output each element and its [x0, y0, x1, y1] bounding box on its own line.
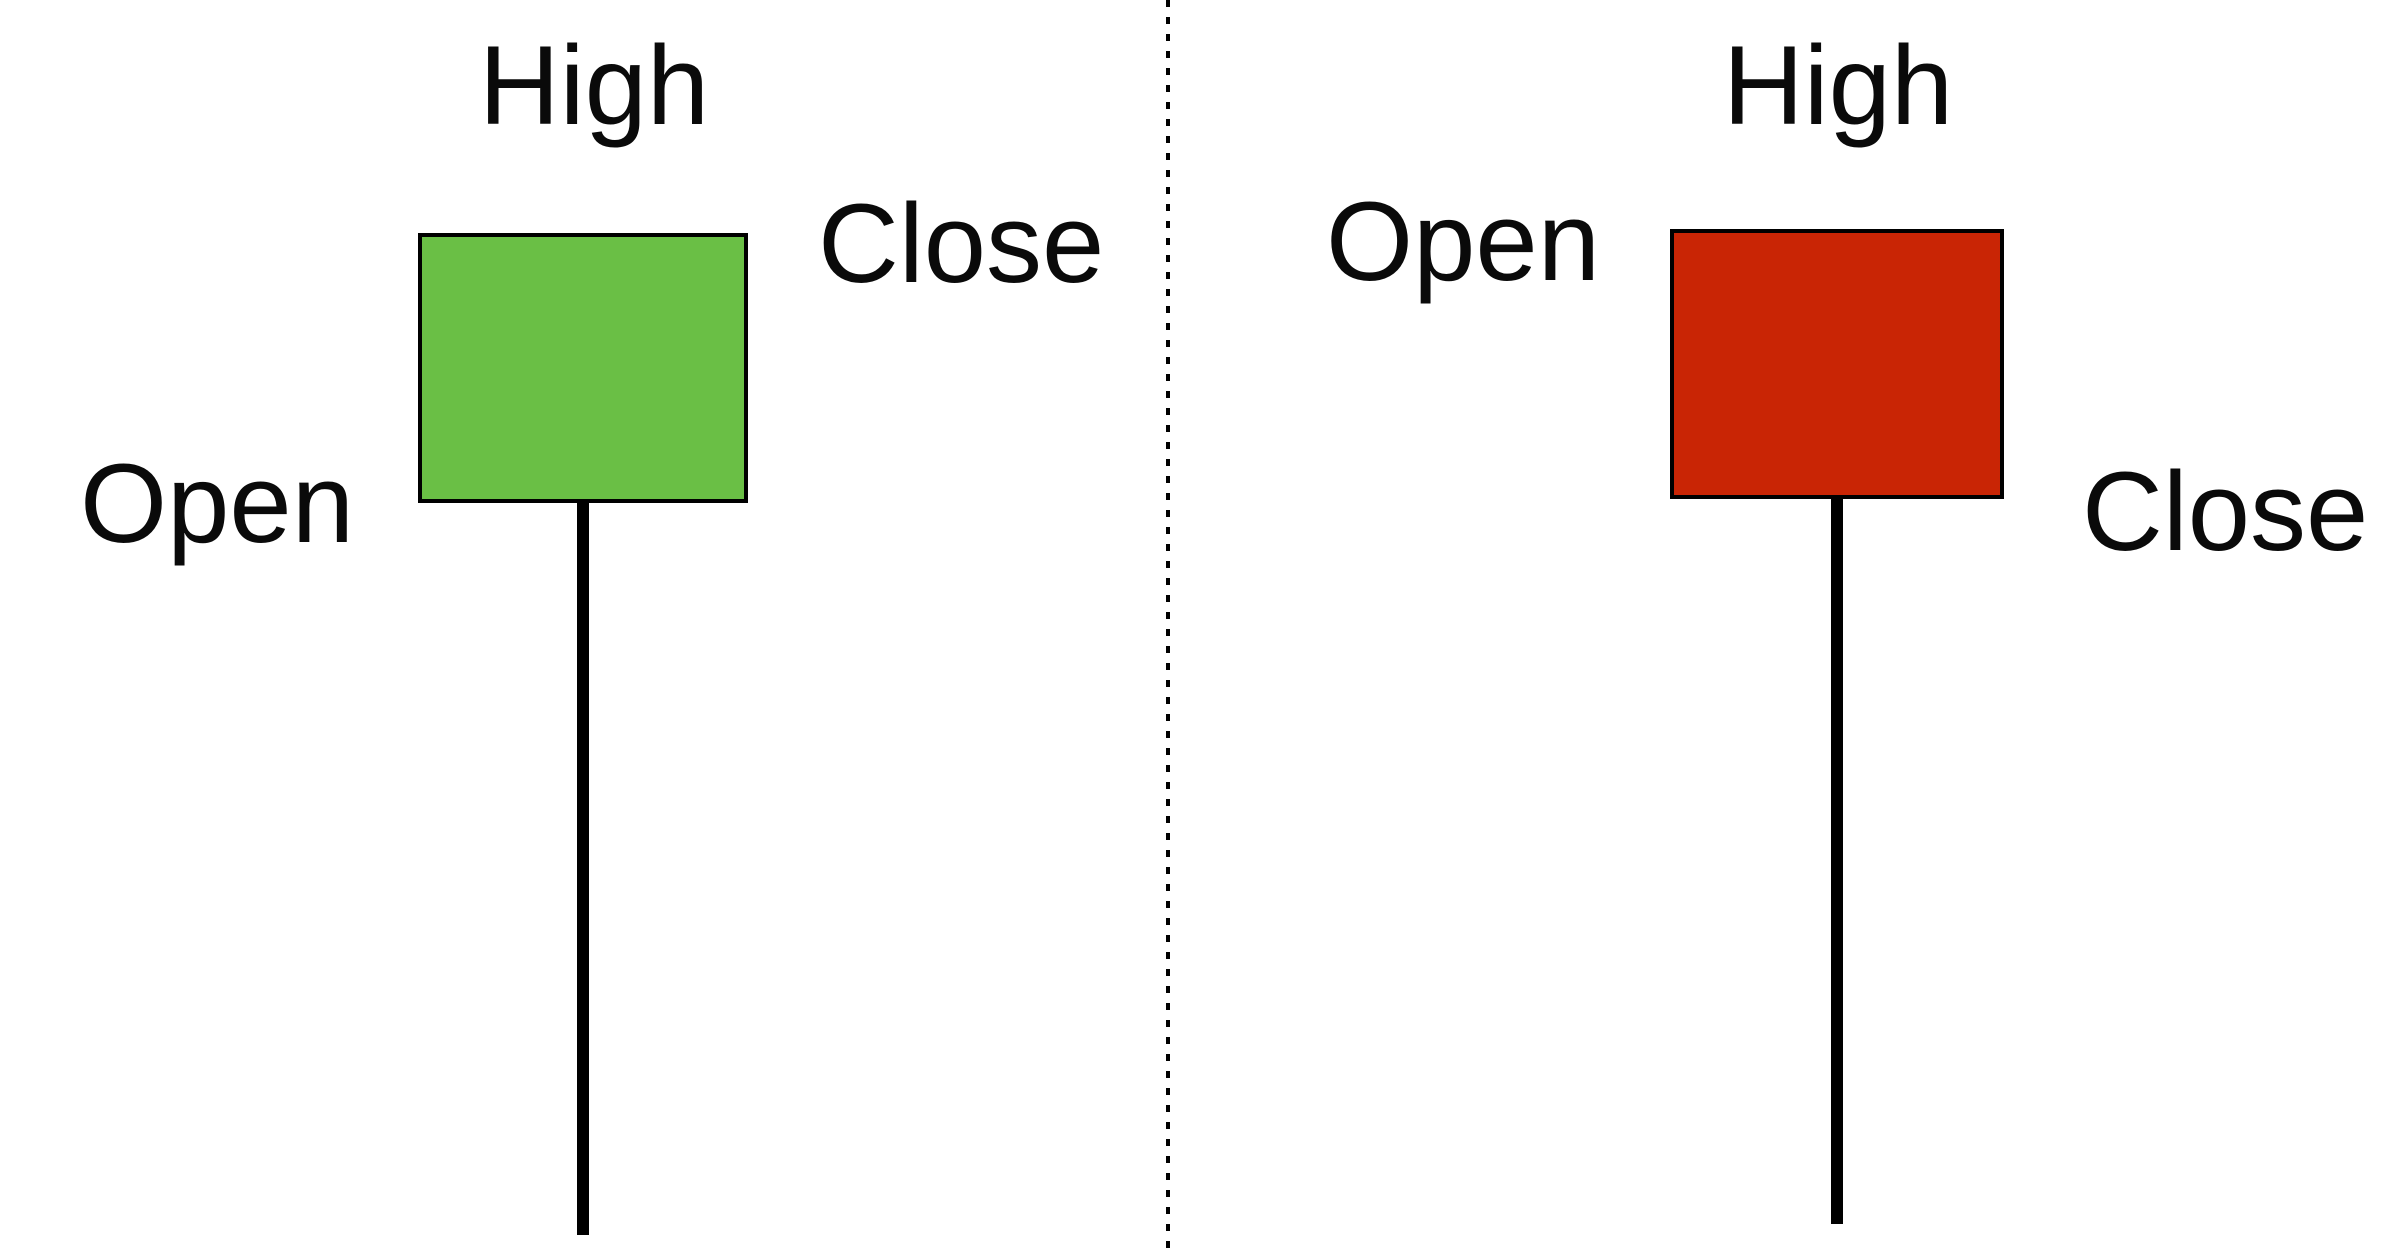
red-candle-body	[1670, 229, 2004, 499]
green-candle-high-label: High	[478, 23, 710, 148]
dotted-divider-line	[1166, 0, 1170, 1256]
red-candle-open-label: Open	[1326, 179, 1600, 304]
green-candle-close-label: Close	[818, 181, 1105, 306]
green-candle-body	[418, 233, 748, 503]
red-candle-wick	[1831, 497, 1843, 1224]
red-candle-close-label: Close	[2082, 449, 2369, 574]
green-candle-wick	[577, 501, 589, 1235]
green-candle-open-label: Open	[80, 441, 354, 566]
red-candle-high-label: High	[1722, 23, 1954, 148]
